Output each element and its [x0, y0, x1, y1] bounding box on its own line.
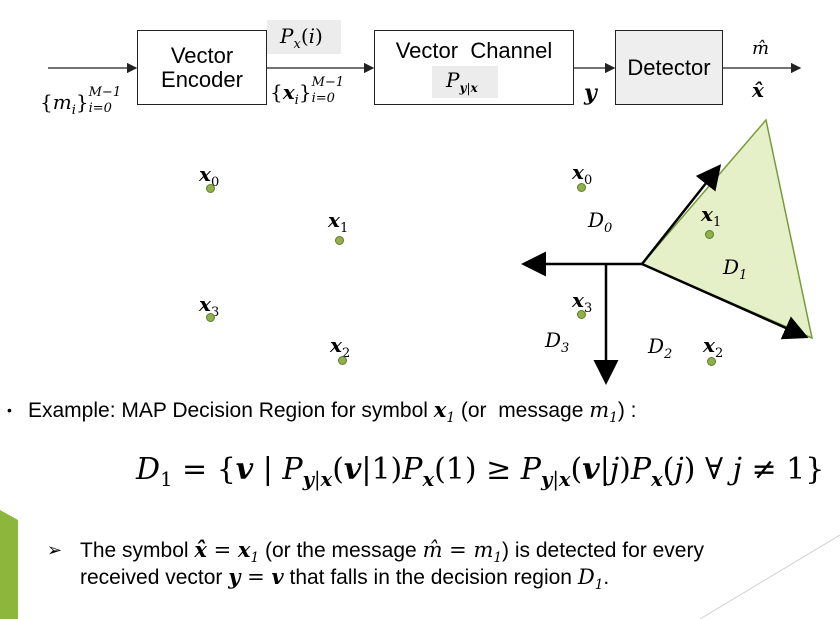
boundary-upper-arrow [641, 164, 722, 265]
output-symbol-label: x̂ [752, 78, 764, 102]
vector-channel-block: Vector Channel [374, 30, 574, 105]
prior-label-bg [267, 20, 341, 54]
left-point-x3 [206, 313, 215, 322]
left-point-x2-label: x2 [330, 333, 351, 361]
right-point-x2 [707, 357, 716, 366]
right-point-x1-label: x1 [701, 202, 722, 230]
encoder-label-line2: Encoder [161, 66, 243, 92]
note-region: D1 [577, 565, 604, 594]
region-d2-label: D2 [648, 334, 673, 362]
example-symbol: x1 [433, 397, 456, 427]
channel-prob-label: Py|x [446, 68, 478, 95]
note-line1: The symbol x̂ = x1 (or the message m̂ = … [80, 537, 704, 566]
note-detected-symbol: x̂ = x1 [194, 537, 260, 567]
right-point-x2-label: x2 [703, 333, 724, 361]
note-detected-message: m̂ = m1 [422, 538, 503, 567]
note-line2: received vector y = v that falls in the … [80, 564, 609, 593]
block-diagram-arrows [48, 62, 802, 74]
region-d3-label: D3 [545, 328, 570, 356]
region-d0-label: D0 [588, 208, 613, 236]
right-point-x0-label: x0 [572, 160, 593, 188]
vector-encoder-block: Vector Encoder [137, 30, 267, 105]
example-text-suffix: ) : [617, 399, 637, 422]
right-point-x1 [705, 230, 714, 239]
channel-prob-bg [432, 66, 498, 98]
right-point-x3 [577, 310, 586, 319]
left-point-x1 [335, 236, 344, 245]
output-message-label: m̂ [752, 38, 770, 59]
right-point-x0 [577, 183, 586, 192]
boundary-lower-arrow [641, 262, 809, 340]
right-point-x3-label: x3 [572, 288, 593, 316]
example-line: Example: MAP Decision Region for symbol … [28, 397, 637, 426]
left-point-x0 [206, 184, 215, 193]
channel-label: Vector Channel [395, 38, 553, 63]
map-decision-equation: D1 = {v | Py|x(v|1)Px(1) ≥ Py|x(v|j)Px(j… [136, 452, 825, 491]
note-line2-c: . [603, 566, 610, 589]
note-line2-b: that falls in the decision region [289, 566, 572, 589]
left-point-x1-label: x1 [328, 208, 349, 236]
channel-output-label: y [584, 80, 597, 106]
note-arrow-bullet: ➢ [47, 540, 63, 560]
detector-block: Detector [615, 30, 723, 105]
corner-line [699, 534, 840, 619]
example-text-mid: (or message [460, 399, 584, 422]
note-line1-c: ) is detected for every [502, 539, 704, 562]
note-received-vector: y = v [228, 564, 284, 589]
encoder-label-line1: Vector [170, 42, 234, 68]
decision-region-d1-fill [640, 118, 814, 340]
region-d1-label: D1 [723, 255, 748, 283]
prior-label: Px(i) [280, 24, 323, 52]
left-point-x2 [338, 356, 347, 365]
left-point-x3-label: x3 [199, 292, 220, 320]
green-side-accent [0, 510, 18, 619]
example-text-prefix: Example: MAP Decision Region for symbol [28, 399, 428, 422]
note-line1-b: (or the message [264, 539, 417, 562]
note-line1-a: The symbol [80, 539, 189, 562]
example-message: m1 [589, 398, 618, 427]
example-bullet: • [7, 402, 12, 418]
note-line2-a: received vector [80, 566, 223, 589]
left-point-x0-label: x0 [199, 162, 220, 190]
detector-label: Detector [627, 54, 711, 80]
decision-region-diagram [521, 118, 814, 385]
